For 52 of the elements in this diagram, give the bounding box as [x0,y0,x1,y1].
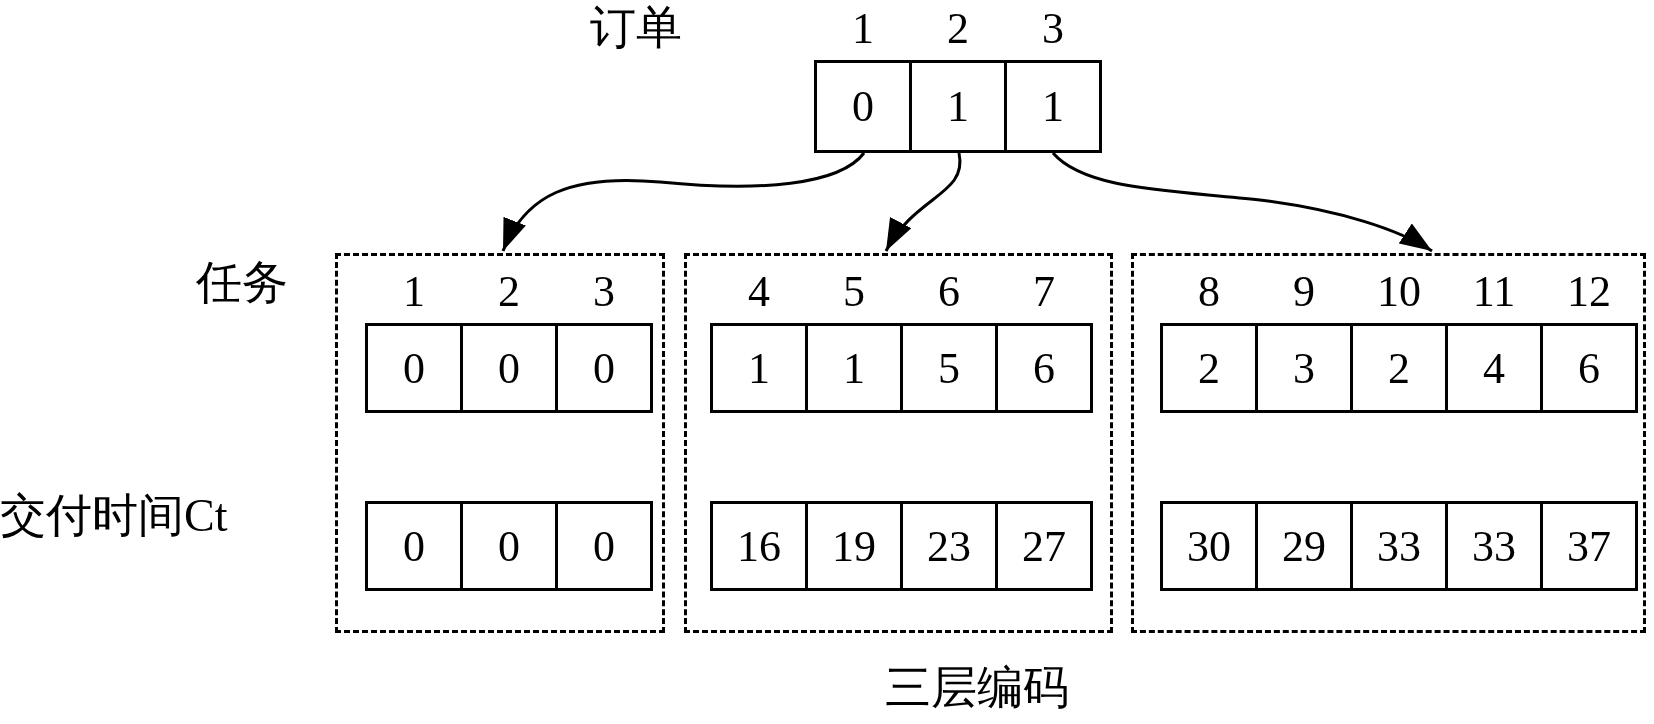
caption: 三层编码 [884,661,1070,715]
array-cell: 4 [1445,323,1543,413]
index-number: 10 [1376,267,1422,317]
array-cell: 6 [995,323,1093,413]
array-cell: 6 [1540,323,1638,413]
array-cell: 0 [365,501,463,591]
array-cell: 0 [555,323,653,413]
array-cell: 0 [460,323,558,413]
array-cell: 0 [814,60,912,153]
array-cell: 5 [900,323,998,413]
index-number: 9 [1292,267,1316,317]
array-cell: 2 [1160,323,1258,413]
array-cell: 33 [1445,501,1543,591]
array-cell: 2 [1350,323,1448,413]
dashed-group-box [335,253,665,633]
array-cell: 23 [900,501,998,591]
array-cell: 0 [460,501,558,591]
index-number: 1 [402,267,426,317]
index-number: 3 [592,267,616,317]
row-label: 订单 [590,1,682,55]
row-label: 交付时间Ct [0,489,228,543]
array-cell: 3 [1255,323,1353,413]
array-cell: 0 [365,323,463,413]
array-cell: 16 [710,501,808,591]
index-number: 6 [937,267,961,317]
arrow [1051,151,1433,253]
index-number: 12 [1566,267,1612,317]
index-number: 3 [1041,4,1065,54]
array-cell: 37 [1540,501,1638,591]
array-cell: 1 [909,60,1007,153]
arrow [884,152,962,252]
array-cell: 19 [805,501,903,591]
dashed-group-box [684,253,1113,633]
array-cell: 0 [555,501,653,591]
index-number: 7 [1032,267,1056,317]
array-cell: 33 [1350,501,1448,591]
index-number: 5 [842,267,866,317]
array-cell: 27 [995,501,1093,591]
index-number: 4 [747,267,771,317]
dashed-group-box [1131,253,1646,633]
array-cell: 30 [1160,501,1258,591]
arrow [501,151,866,252]
array-cell: 1 [710,323,808,413]
array-cell: 1 [805,323,903,413]
array-cell: 29 [1255,501,1353,591]
row-label: 任务 [196,256,288,310]
index-number: 1 [851,4,875,54]
index-number: 11 [1471,267,1517,317]
index-number: 8 [1197,267,1221,317]
index-number: 2 [497,267,521,317]
array-cell: 1 [1004,60,1102,153]
index-number: 2 [946,4,970,54]
